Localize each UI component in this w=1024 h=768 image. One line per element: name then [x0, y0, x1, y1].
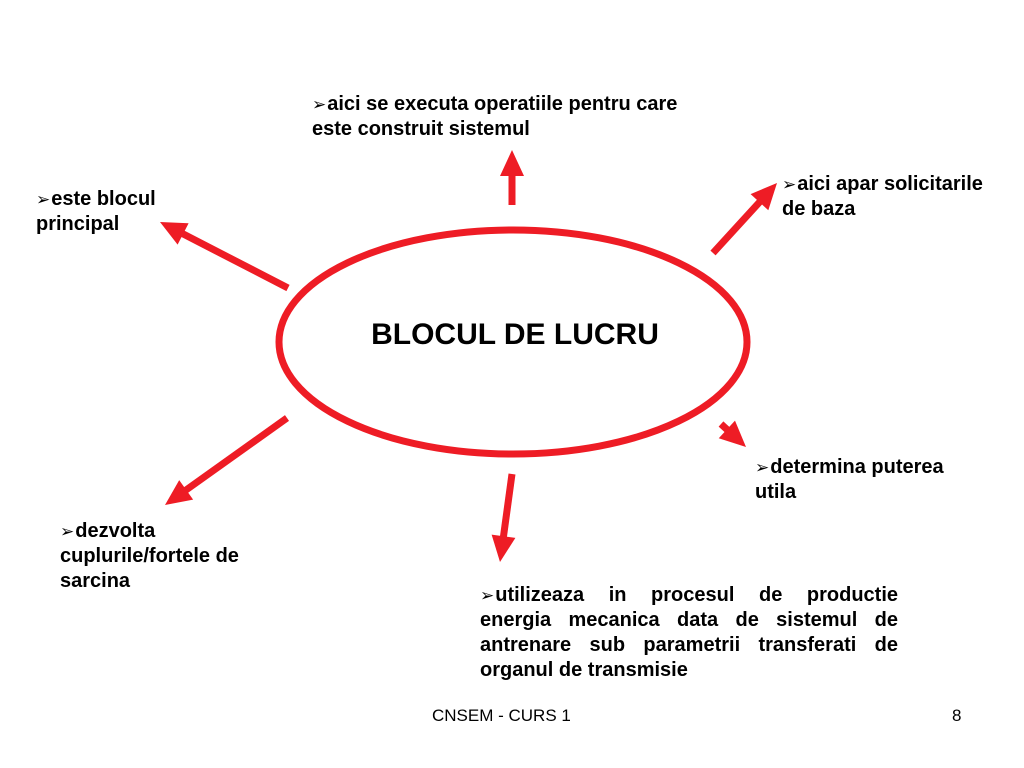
arrow-shaft — [710, 198, 764, 256]
arrow-up-left-icon — [160, 222, 290, 292]
arrow-up-icon — [500, 150, 524, 205]
note-top-right-text: aici apar solicitarile de baza — [782, 173, 983, 220]
arrow-shaft — [179, 229, 290, 292]
arrow-head — [500, 150, 524, 176]
arrow-shaft — [182, 415, 290, 494]
arrow-head — [165, 480, 194, 505]
arrow-head — [160, 222, 189, 245]
note-bottom: ➢utilizeaza in procesul de productie ene… — [480, 583, 898, 683]
arrow-head — [718, 420, 746, 447]
note-bottom-left-text: dezvolta cuplurile/fortele de sarcina — [60, 520, 239, 592]
note-bottom-left: ➢dezvolta cuplurile/fortele de sarcina — [60, 519, 275, 594]
central-block-title: BLOCUL DE LUCRU — [371, 318, 659, 351]
arrow-down-icon — [491, 473, 516, 562]
arrow-head — [491, 534, 516, 562]
note-right-text: determina puterea utila — [755, 456, 944, 503]
note-top-right: ➢aici apar solicitarile de baza — [782, 172, 997, 222]
note-top-left: ➢este blocul principal — [36, 187, 186, 237]
bullet-arrow-icon: ➢ — [60, 522, 75, 541]
arrow-shaft — [499, 473, 516, 539]
arrow-down-left-icon — [165, 415, 290, 505]
note-top: ➢aici se executa operatiile pentru care … — [312, 92, 692, 142]
arrow-down-right-icon — [718, 420, 746, 447]
arrows-group — [160, 150, 777, 562]
footer-course: CNSEM - CURS 1 — [432, 706, 571, 725]
note-bottom-text: utilizeaza in procesul de productie ener… — [480, 584, 898, 681]
note-right: ➢determina puterea utila — [755, 455, 985, 505]
central-ellipse — [275, 226, 751, 458]
bullet-arrow-icon: ➢ — [36, 190, 51, 209]
bullet-arrow-icon: ➢ — [312, 95, 327, 114]
arrow-up-right-icon — [710, 183, 777, 256]
bullet-arrow-icon: ➢ — [755, 458, 770, 477]
bullet-arrow-icon: ➢ — [782, 175, 797, 194]
arrow-head — [750, 183, 777, 211]
footer-page-number: 8 — [952, 706, 962, 725]
bullet-arrow-icon: ➢ — [480, 586, 495, 605]
note-top-text: aici se executa operatiile pentru care e… — [312, 93, 678, 140]
note-top-left-text: este blocul principal — [36, 188, 156, 235]
